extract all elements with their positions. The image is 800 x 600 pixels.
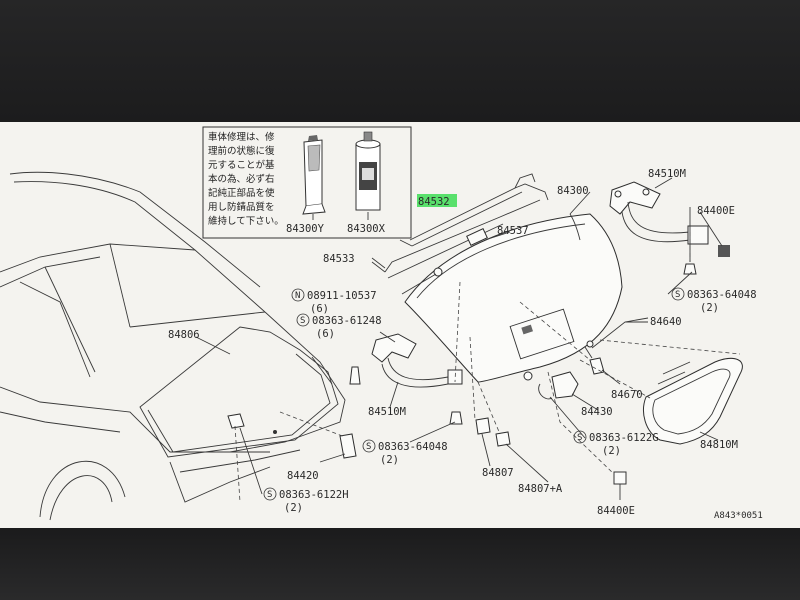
caution-note-box: 車体修理は、修 理前の状態に復 元することが基 本の為、必ず右 記純正部品を使 …: [202, 126, 412, 239]
note-line-4: 本の為、必ず右: [208, 173, 275, 185]
note-line-2: 理前の状態に復: [208, 145, 275, 157]
parts-diagram-sheet: 車体修理は、修 理前の状態に復 元することが基 本の為、必ず右 記純正部品を使 …: [0, 122, 800, 528]
label-84533: 84533: [323, 253, 355, 265]
label-84510M-top: 84510M: [648, 168, 686, 180]
label-84640: 84640: [650, 316, 682, 328]
svg-text:S: S: [267, 490, 272, 500]
label-84400E-bottom: 84400E: [597, 505, 635, 517]
assembly-guide-lines: [234, 232, 741, 503]
svg-text:08363-6122G: 08363-6122G: [589, 432, 659, 444]
diagram-reference-code: A843*0051: [714, 511, 763, 521]
note-line-6: 用し防錆品質を: [208, 201, 275, 213]
label-84810M: 84810M: [700, 439, 738, 451]
bumper-84400E-bottom: [613, 471, 627, 485]
leader-lines: [195, 177, 723, 500]
lock-assembly-84430: [523, 371, 579, 400]
note-line-1: 車体修理は、修: [208, 131, 275, 143]
label-08911-10537: N 08911-10537 (6): [291, 288, 377, 315]
qty-08911: (6): [310, 303, 329, 315]
label-84510M-bottom: 84510M: [368, 406, 406, 418]
bolt-08363-64048-right: [683, 263, 697, 275]
svg-text:(6): (6): [316, 328, 335, 340]
hinge-84510M-right: [609, 181, 709, 245]
svg-text:08911-10537: 08911-10537: [307, 290, 377, 302]
cylinder-84670: [584, 346, 605, 375]
note-line-5: 記純正部品を使: [208, 187, 275, 199]
label-84400E-top: 84400E: [697, 205, 735, 217]
bolt-08363-64048-mid: [449, 411, 463, 425]
car-rear-body: [0, 171, 346, 521]
label-08363-64048-right: S 08363-64048 (2): [671, 287, 757, 314]
label-84300: 84300: [557, 185, 589, 197]
striker-84420: [339, 433, 357, 459]
hinge-84510M-left: [349, 333, 463, 388]
finisher-panel-84810M: [643, 358, 743, 445]
spray-can-icon: [355, 131, 381, 211]
label-08363-6122H: S 08363-6122H (2): [263, 487, 349, 514]
svg-text:(2): (2): [700, 302, 719, 314]
lock-striker-part: [227, 413, 245, 429]
svg-text:08363-64048: 08363-64048: [378, 441, 448, 453]
torsion-bar-84532: [409, 173, 549, 247]
bracket-84537: [433, 228, 488, 277]
svg-text:(2): (2): [602, 445, 621, 457]
bumper-84807A: [495, 431, 511, 447]
note-line-7: 維持して下さい。: [208, 215, 284, 227]
monitor-bezel-top: [0, 0, 800, 122]
svg-text:S: S: [300, 316, 305, 326]
label-08363-6122G: S 08363-6122G (2): [573, 430, 659, 457]
svg-text:08363-6122H: 08363-6122H: [279, 489, 349, 501]
bumper-84807: [475, 417, 491, 435]
monitor-bezel-bottom: [0, 528, 800, 600]
highlight-84532: [417, 194, 457, 207]
label-84807A: 84807+A: [518, 483, 563, 495]
label-84537: 84537: [497, 225, 529, 237]
trunk-lid-84300: [404, 213, 623, 383]
label-08363-64048-mid: S 08363-64048 (2): [362, 439, 448, 466]
svg-text:S: S: [366, 442, 371, 452]
svg-text:08363-64048: 08363-64048: [687, 289, 757, 301]
sealant-tube-icon: [302, 135, 326, 215]
exploded-parts-diagram: 車体修理は、修 理前の状態に復 元することが基 本の為、必ず右 記純正部品を使 …: [0, 126, 763, 521]
sealant-part-number: 84300Y: [286, 223, 325, 235]
svg-text:(2): (2): [380, 454, 399, 466]
svg-text:S: S: [577, 433, 582, 443]
note-line-3: 元することが基: [208, 159, 275, 171]
svg-text:08363-61248: 08363-61248: [312, 315, 382, 327]
bumper-84400E-top: [718, 245, 730, 257]
label-84430: 84430: [581, 406, 613, 418]
screw-symbol: S: [675, 290, 680, 300]
label-08363-61248: S 08363-61248 (6): [296, 313, 382, 340]
svg-text:(2): (2): [284, 502, 303, 514]
label-84532: 84532: [418, 196, 450, 208]
label-84807: 84807: [482, 467, 514, 479]
part-labels: 84532 84300 84510M 84400E 84537 84533 N …: [168, 168, 763, 521]
label-84670: 84670: [611, 389, 643, 401]
nut-symbol: N: [295, 291, 300, 301]
spray-part-number: 84300X: [347, 223, 386, 235]
rod-clip: [586, 340, 594, 348]
label-84420: 84420: [287, 470, 319, 482]
label-84806: 84806: [168, 329, 200, 341]
